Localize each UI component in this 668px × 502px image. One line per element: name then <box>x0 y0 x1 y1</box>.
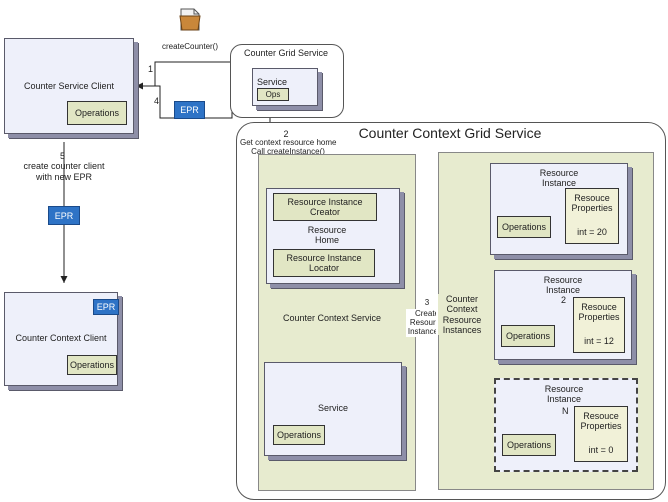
counter-context-service-label: Counter Context Service <box>282 313 382 323</box>
resource-instance-1: Resource Instance 1 Operations Resouce P… <box>490 163 628 255</box>
instance-n-properties: Resouce Properties int = 0 <box>574 406 628 462</box>
counter-context-grid-service-title: Counter Context Grid Service <box>358 125 542 141</box>
create-client-line2: with new EPR <box>35 172 93 182</box>
client-title: Counter Service Client <box>23 81 115 91</box>
create-client-line1: create counter client <box>23 161 105 171</box>
document-icon <box>178 6 202 32</box>
resource-home-label: Resource Home <box>307 225 347 246</box>
counter-context-client: EPR Counter Context Client Operations <box>4 292 119 386</box>
counter-service-client: Counter Service Client Operations <box>4 38 134 134</box>
step2-line1: Get context resource home <box>240 138 337 148</box>
instance-1-properties: Resouce Properties int = 20 <box>565 188 619 244</box>
instances-label-overlay: Counter Context Resource Instances <box>438 294 486 336</box>
instance-2-value: int = 12 <box>584 336 614 346</box>
context-service-operations: Operations <box>273 425 325 445</box>
instance-n-props-label: Resouce Properties <box>580 411 622 432</box>
step1-line <box>140 61 233 92</box>
instance-2-num: 2 <box>561 295 567 305</box>
context-service-box: Service Operations <box>264 362 402 456</box>
grid-service-label: Service <box>257 77 288 87</box>
instance-1-title: Resource Instance <box>539 168 579 189</box>
instance-1-value: int = 20 <box>577 227 607 237</box>
instance-2-operations: Operations <box>501 325 555 347</box>
instance-n-operations: Operations <box>502 434 556 456</box>
context-client-title: Counter Context Client <box>15 333 107 343</box>
grid-service-box: Service Ops <box>252 68 318 106</box>
step1-label: 1 <box>148 64 154 74</box>
epr-badge-top: EPR <box>174 101 205 119</box>
step2-num: 2 <box>283 129 289 139</box>
epr-badge-mid: EPR <box>48 206 80 225</box>
instance-2-props-label: Resouce Properties <box>578 302 620 323</box>
instance-2-properties: Resouce Properties int = 12 <box>573 297 625 353</box>
instance-n-num: N <box>562 406 569 416</box>
resource-instance-n: Resource Instance N Operations Resouce P… <box>494 378 638 472</box>
resource-instance-locator: Resource Instance Locator <box>273 249 375 277</box>
step5-label: 5 <box>60 151 66 161</box>
client-operations: Operations <box>67 101 127 125</box>
instance-2-title: Resource Instance <box>543 275 583 296</box>
context-client-operations: Operations <box>67 355 117 375</box>
context-client-epr: EPR <box>93 299 119 315</box>
grid-service-ops: Ops <box>257 88 289 101</box>
resource-home-box: Resource Instance Creator Resource Home … <box>266 188 400 284</box>
instance-1-props-label: Resouce Properties <box>571 193 613 214</box>
resource-instance-2: Resource Instance 2 Operations Resouce P… <box>494 270 632 360</box>
context-service-label: Service <box>317 403 348 413</box>
instance-n-title: Resource Instance <box>544 384 584 405</box>
step2-line2: Call createInstance() <box>240 147 336 157</box>
step4-label: 4 <box>154 96 160 106</box>
instance-1-operations: Operations <box>497 216 551 238</box>
counter-grid-service-title: Counter Grid Service <box>243 48 329 58</box>
create-counter-label: createCounter() <box>161 42 219 51</box>
step3-num: 3 <box>418 298 436 308</box>
resource-instance-creator: Resource Instance Creator <box>273 193 377 221</box>
instance-n-value: int = 0 <box>588 445 614 455</box>
